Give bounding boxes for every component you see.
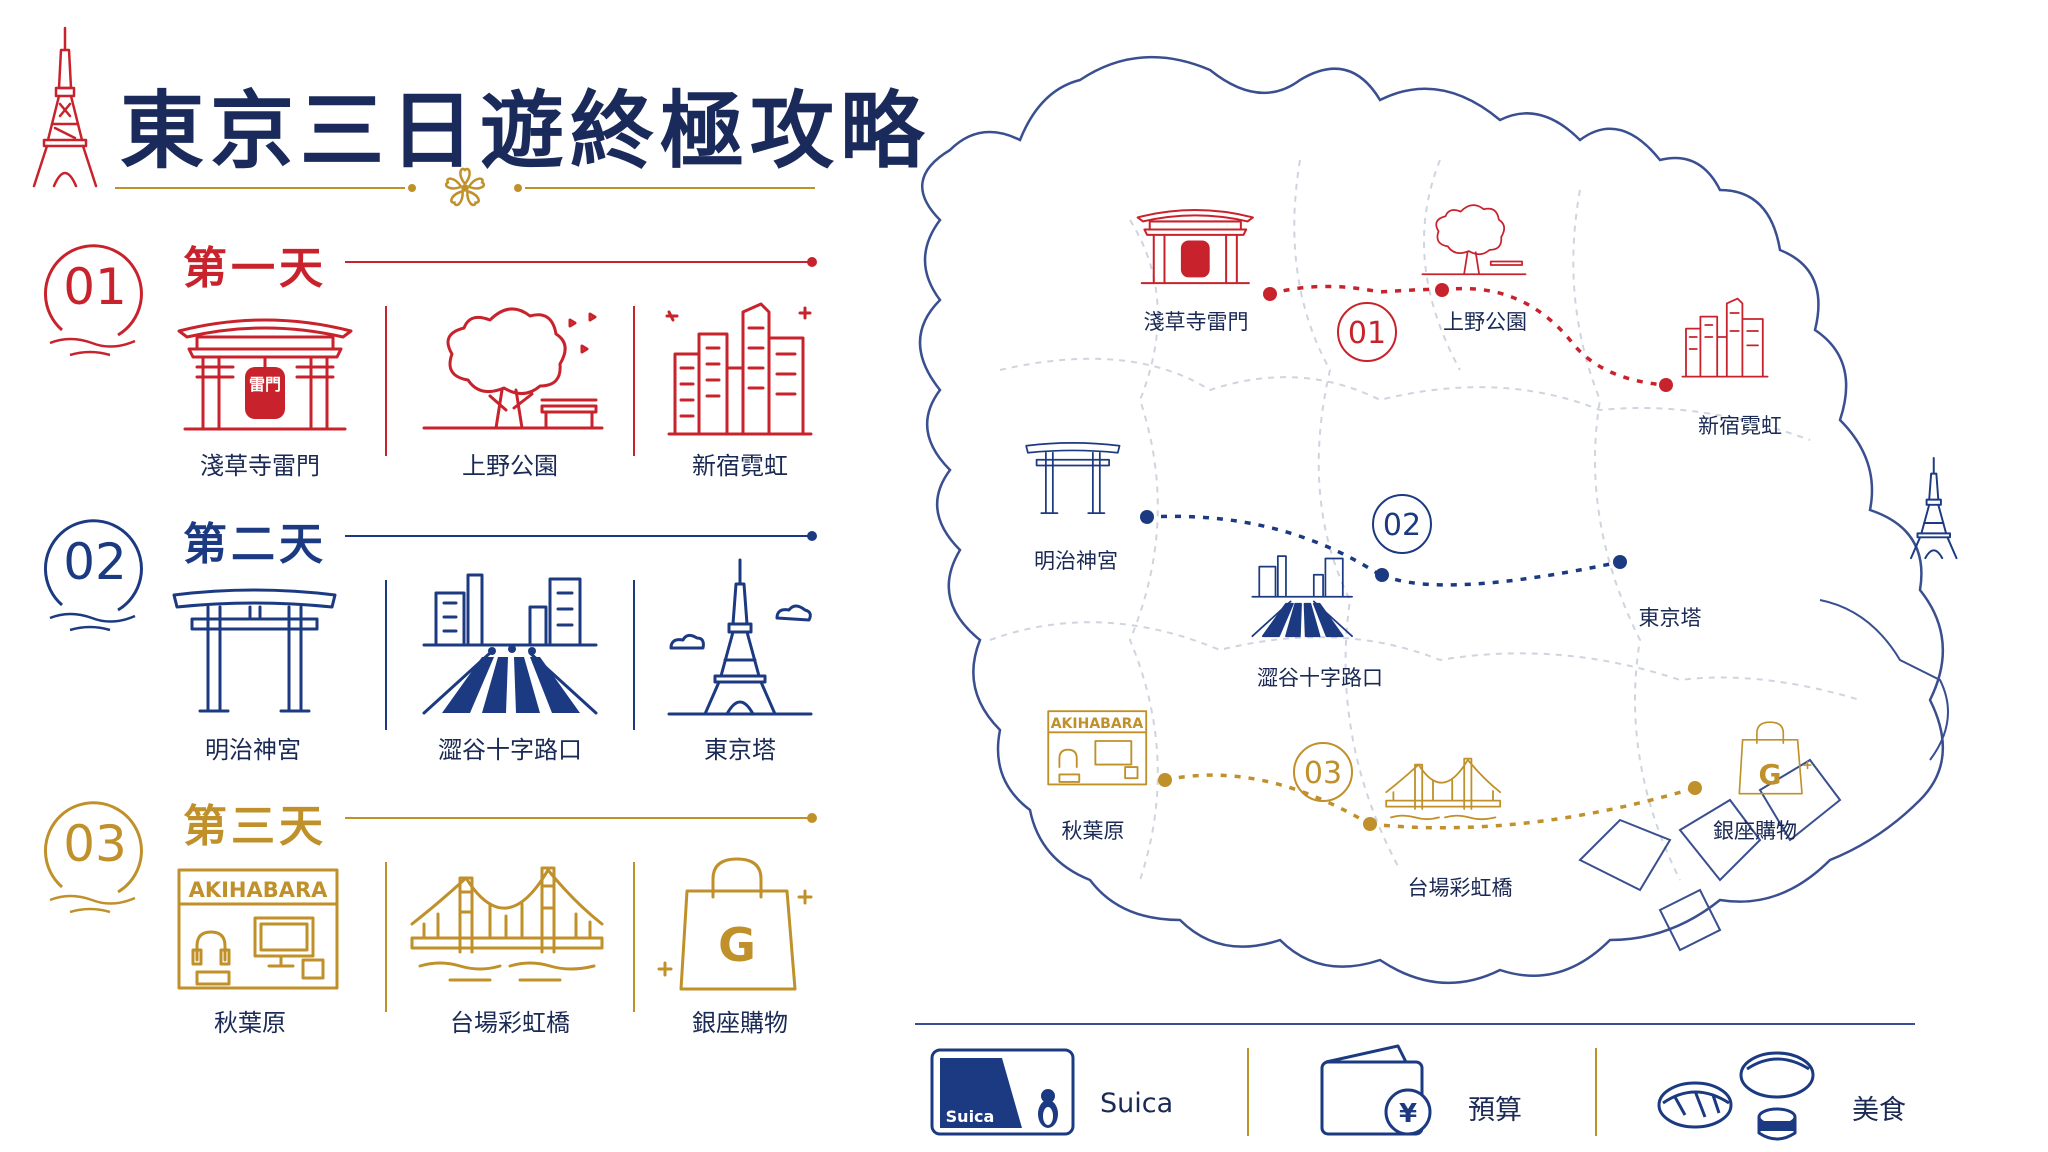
- route-day3: [1164, 773, 1367, 824]
- day3-separator: [385, 862, 387, 1012]
- route-day3b: [1369, 786, 1696, 830]
- day1-badge-frame: [43, 244, 143, 357]
- akihabara-shop-icon: AKIHABARA: [177, 868, 339, 990]
- tokyo-tower-logo-icon: [32, 26, 98, 188]
- day3-number: 03: [63, 815, 127, 873]
- spot-label: 銀座購物: [692, 1009, 788, 1037]
- day2-badge-frame: [43, 519, 143, 632]
- sakura-icon: [444, 167, 486, 207]
- crosswalk-icon: [422, 573, 598, 715]
- spot-label: 台場彩虹橋: [450, 1009, 570, 1037]
- day3-badge-frame: [43, 801, 143, 914]
- tokyo-tower-icon: [667, 558, 813, 716]
- map-bridge-icon: [1385, 757, 1502, 821]
- map-crosswalk-icon: [1251, 555, 1353, 638]
- map-label: 東京塔: [1638, 606, 1702, 630]
- spot-label: 明治神宮: [205, 736, 301, 764]
- odaiba-islands: [1578, 758, 1842, 952]
- map-label: 新宿霓虹: [1698, 414, 1782, 438]
- map-akihabara-icon: [1047, 710, 1148, 786]
- yen-symbol: ¥: [1399, 1099, 1417, 1129]
- essential-label-suica: Suica: [1100, 1088, 1174, 1119]
- ward-borders: [989, 159, 1861, 881]
- essentials-separator: [1247, 1048, 1249, 1136]
- map-akihabara-sign: AKIHABARA: [1051, 716, 1144, 732]
- map-tree-icon: [1421, 204, 1527, 276]
- map-gate-icon: [1136, 209, 1254, 285]
- suica-card-icon: Suica: [930, 1048, 1075, 1136]
- spot-label: 秋葉原: [214, 1009, 286, 1037]
- day2-separator: [633, 580, 635, 730]
- neon-buildings-icon: [665, 302, 813, 436]
- bag-letter: G: [718, 918, 756, 972]
- title-divider: [115, 167, 815, 207]
- cherry-tree-bench-icon: [422, 307, 604, 430]
- wallet-yen-icon: ¥: [1320, 1044, 1432, 1136]
- day3-title: 第三天: [183, 801, 327, 852]
- map-label: 澀谷十字路口: [1257, 666, 1383, 690]
- essential-label-budget: 預算: [1468, 1095, 1522, 1126]
- day3-rule: [345, 813, 817, 823]
- day2-title: 第二天: [183, 519, 327, 570]
- day3-separator: [633, 862, 635, 1012]
- map-outline: [918, 55, 1945, 985]
- suica-card-text: Suica: [946, 1107, 995, 1126]
- day2-separator: [385, 580, 387, 730]
- essentials-rule: [915, 1023, 1915, 1025]
- lantern-text: 雷門: [249, 375, 281, 394]
- shopping-bag-icon: G: [657, 857, 813, 991]
- spot-label: 澀谷十字路口: [438, 736, 582, 764]
- route-day2: [1146, 514, 1381, 577]
- penguin-icon: [1038, 1089, 1058, 1128]
- spot-label: 新宿霓虹: [692, 452, 788, 480]
- day1-separator: [633, 306, 635, 456]
- day1-number: 01: [63, 258, 127, 316]
- route-day1: [1269, 284, 1442, 296]
- map-buildings-icon: [1681, 297, 1769, 378]
- route-day1b: [1441, 286, 1667, 387]
- day1-separator: [385, 306, 387, 456]
- essentials-separator: [1595, 1048, 1597, 1136]
- map-route-number-01: 01: [1337, 302, 1397, 362]
- map-bag-letter: G: [1759, 758, 1782, 791]
- day1-title: 第一天: [183, 243, 327, 294]
- akihabara-sign-text: AKIHABARA: [189, 878, 329, 902]
- spot-label: 上野公園: [462, 452, 558, 480]
- tokyo-map: AKIHABARA G: [918, 55, 1958, 985]
- spot-label: 淺草寺雷門: [200, 452, 320, 480]
- map-bag-icon: [1738, 721, 1812, 795]
- route-day2b: [1381, 560, 1621, 587]
- map-label: 明治神宮: [1034, 549, 1118, 573]
- map-bay-edge: [1819, 599, 1949, 761]
- rainbow-bridge-icon: [410, 866, 604, 982]
- spot-label: 東京塔: [704, 736, 776, 764]
- map-tower-icon: [1910, 457, 1958, 560]
- map-label: 台場彩虹橋: [1407, 876, 1513, 900]
- day2-rule: [345, 531, 817, 541]
- map-label: 秋葉原: [1061, 819, 1125, 843]
- map-label: 銀座購物: [1713, 819, 1797, 843]
- map-route-number-02: 02: [1372, 494, 1432, 554]
- day2-number: 02: [63, 533, 127, 591]
- kaminarimon-gate-icon: 雷門: [177, 318, 353, 431]
- day1-rule: [345, 257, 817, 267]
- map-label: 淺草寺雷門: [1143, 310, 1249, 334]
- map-route-number-03: 03: [1293, 742, 1353, 802]
- map-torii-icon: [1025, 442, 1121, 514]
- map-label: 上野公園: [1443, 310, 1527, 334]
- torii-gate-icon: [172, 588, 337, 713]
- page-title: 東京三日遊終極攻略: [120, 82, 931, 180]
- essential-label-food: 美食: [1852, 1095, 1906, 1126]
- sushi-icon: [1657, 1051, 1815, 1141]
